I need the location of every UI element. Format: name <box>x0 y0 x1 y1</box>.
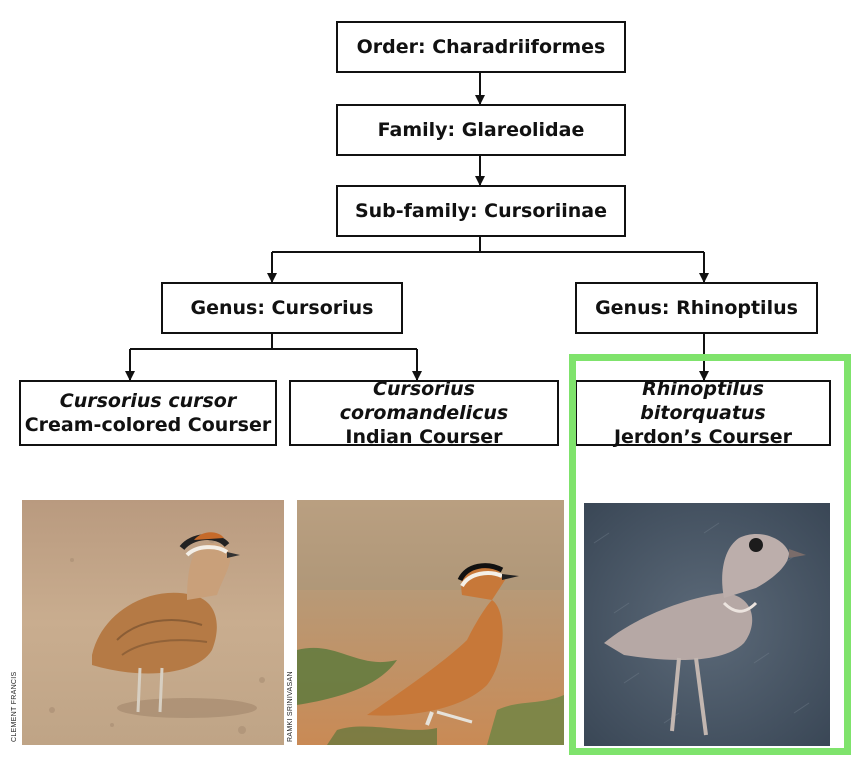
highlight-frame <box>569 354 851 755</box>
node-species-coromandelicus: Cursorius coromandelicus Indian Courser <box>289 378 559 448</box>
node-subfamily: Sub-family: Cursoriinae <box>336 185 626 237</box>
subfamily-label: Sub-family: Cursoriinae <box>354 200 608 222</box>
species-scientific-name: Cursorius cursor <box>59 390 237 412</box>
species-common-name: Jerdon’s Courser <box>613 426 793 448</box>
genus-cursorius-label: Genus: Cursorius <box>190 297 374 319</box>
species-scientific-name: Cursorius coromandelicus <box>339 378 509 424</box>
node-species-cursor: Cursorius cursor Cream-colored Courser <box>19 380 277 446</box>
node-order: Order: Charadriiformes <box>336 21 626 73</box>
photo-credit: CLEMENT FRANCIS <box>11 671 18 743</box>
genus-rhinoptilus-label: Genus: Rhinoptilus <box>595 297 798 319</box>
species-common-name: Indian Courser <box>345 426 503 448</box>
node-genus-cursorius: Genus: Cursorius <box>161 282 403 334</box>
node-genus-rhinoptilus: Genus: Rhinoptilus <box>575 282 818 334</box>
node-family: Family: Glareolidae <box>336 104 626 156</box>
species-common-name: Cream-colored Courser <box>24 414 272 436</box>
photo-credit: RAMKI SRINIVASAN <box>287 671 294 742</box>
photo-cream-colored-courser <box>22 500 284 745</box>
family-label: Family: Glareolidae <box>377 119 585 141</box>
photo-indian-courser <box>297 500 564 745</box>
order-label: Order: Charadriiformes <box>356 36 606 58</box>
species-scientific-name: Rhinoptilus bitorquatus <box>640 378 766 424</box>
photo-jerdons-courser <box>584 503 830 746</box>
node-species-bitorquatus: Rhinoptilus bitorquatus Jerdon’s Courser <box>575 378 831 448</box>
